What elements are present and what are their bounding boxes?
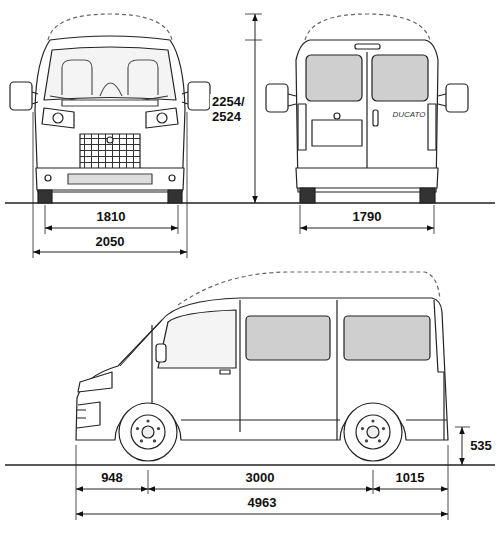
dimension-label: 2254/ 2524	[210, 94, 254, 124]
dimension-label: 2050	[94, 234, 127, 249]
dimension-label: 948	[99, 470, 125, 485]
dimension-label: 1810	[95, 209, 128, 224]
dimension-label: 3000	[244, 470, 277, 485]
dimension-label: 535	[468, 438, 494, 453]
dimension-label: 1015	[394, 470, 427, 485]
dimension-label: 4963	[246, 495, 279, 510]
dimension-label: 1790	[351, 209, 384, 224]
brand-badge: DUCATO	[392, 110, 425, 119]
